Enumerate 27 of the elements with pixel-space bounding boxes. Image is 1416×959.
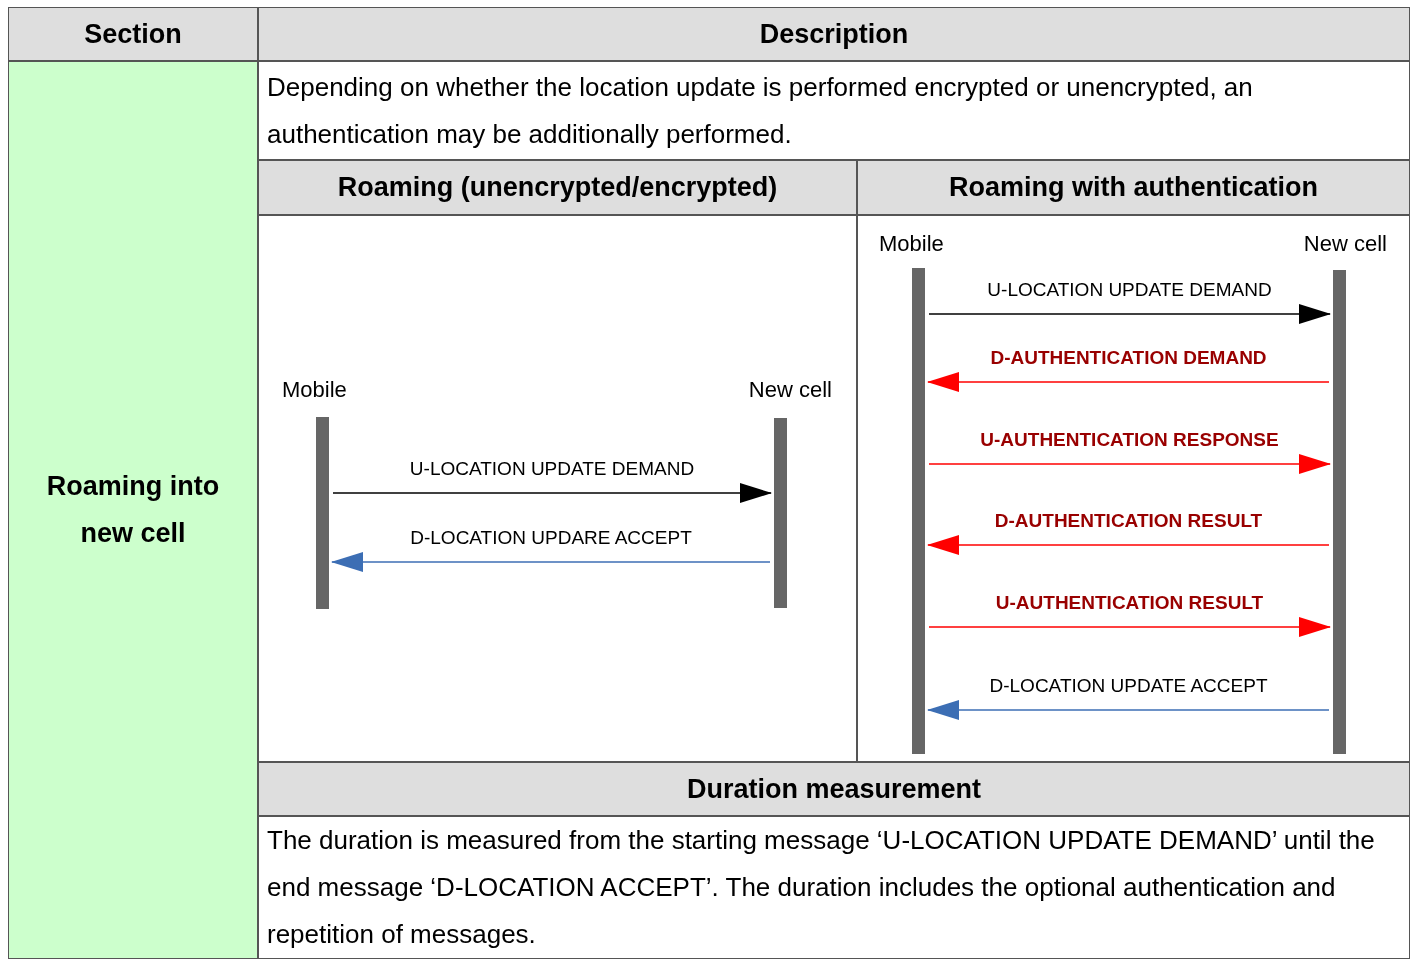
message-arrow — [927, 535, 1330, 555]
section-header: Roaming (unencrypted/encrypted) — [336, 171, 779, 204]
lifeline-label: Mobile — [282, 377, 347, 403]
message-arrow — [928, 304, 1331, 324]
message-arrow — [927, 372, 1330, 392]
column-header: Section — [83, 17, 183, 51]
lifeline-label: New cell — [1303, 231, 1387, 257]
table-cell — [258, 762, 1410, 816]
table-cell — [258, 7, 1410, 61]
message-arrow — [332, 483, 772, 503]
section-header: Roaming with authentication — [948, 171, 1319, 204]
table-cell — [857, 160, 1410, 215]
table-cell — [258, 160, 857, 215]
table-cell — [8, 61, 258, 959]
table-cell — [258, 61, 1410, 160]
section-label: Roaming into new cell — [45, 470, 221, 550]
message-arrow — [928, 617, 1331, 637]
message-arrow — [928, 454, 1331, 474]
message-arrow — [331, 552, 771, 572]
column-header: Description — [758, 17, 910, 51]
lifeline-label: Mobile — [879, 231, 944, 257]
description-text: The duration is measured from the starting message ‘U-LOCATION UPDATE DEMAND’ until the end message ‘D-LOCATION ACCEPT’. The duration includes the optional authentication and repetition of messages. — [267, 824, 1376, 951]
description-text: Depending on whether the location update is performed encrypted or unencrypted, an authentication may be additionally performed. — [267, 70, 1254, 151]
section-header: Duration measurement — [685, 772, 983, 806]
message-arrow — [927, 700, 1330, 720]
lifeline-label: New cell — [748, 377, 832, 403]
table-cell — [8, 7, 258, 61]
